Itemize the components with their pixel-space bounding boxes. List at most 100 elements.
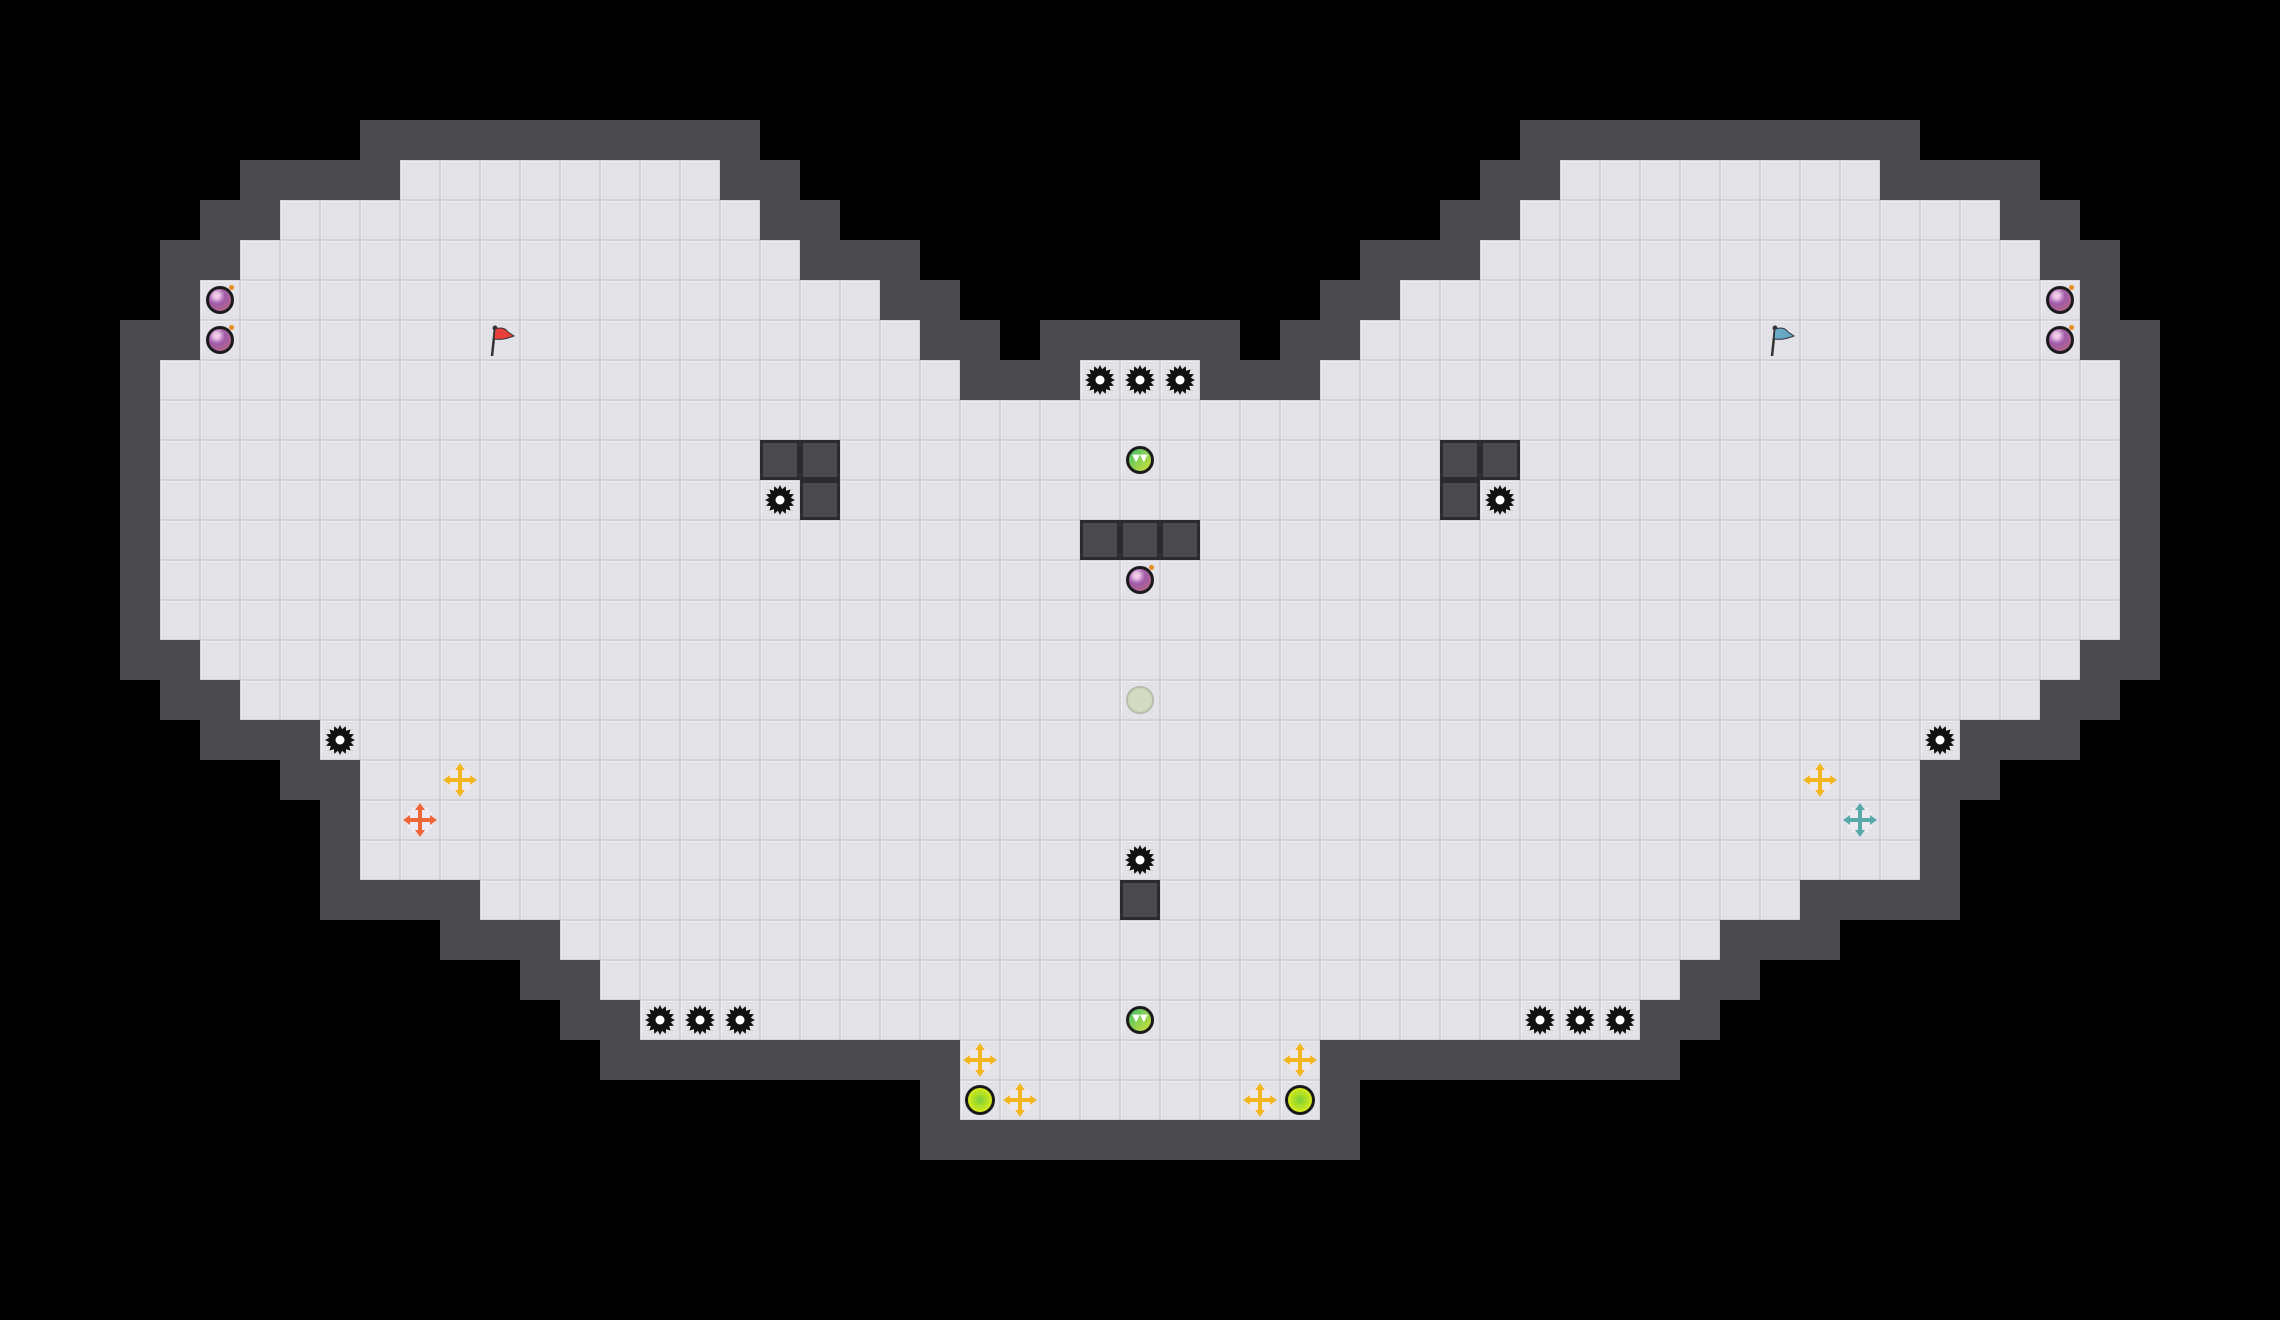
floor-tile (1200, 560, 1240, 600)
floor-tile (760, 400, 800, 440)
floor-tile (1440, 880, 1480, 920)
floor-tile (1480, 920, 1520, 960)
floor-tile (160, 360, 200, 400)
floor-tile (1600, 760, 1640, 800)
floor-tile (1320, 360, 1360, 400)
floor-tile (1840, 320, 1880, 360)
floor-tile (1920, 680, 1960, 720)
floor-tile (360, 600, 400, 640)
floor-tile (760, 760, 800, 800)
floor-tile (1520, 280, 1560, 320)
floor-tile (560, 640, 600, 680)
floor-tile (760, 280, 800, 320)
floor-tile (680, 440, 720, 480)
wall-tile (1840, 880, 1880, 920)
floor-tile (1400, 520, 1440, 560)
floor-tile (520, 640, 560, 680)
floor-tile (840, 920, 880, 960)
wall-tile (2120, 320, 2160, 360)
floor-tile (480, 360, 520, 400)
floor-tile (920, 680, 960, 720)
floor-tile (160, 440, 200, 480)
floor-tile (600, 800, 640, 840)
floor-tile (1080, 400, 1120, 440)
floor-tile (1200, 520, 1240, 560)
floor-tile (1680, 760, 1720, 800)
floor-tile (1280, 880, 1320, 920)
floor-tile (1840, 360, 1880, 400)
floor-tile (1280, 840, 1320, 880)
floor-tile (360, 280, 400, 320)
floor-tile (600, 720, 640, 760)
floor-tile (2040, 360, 2080, 400)
floor-tile (400, 320, 440, 360)
floor-tile (640, 760, 680, 800)
floor-tile (440, 440, 480, 480)
wall-tile (680, 120, 720, 160)
floor-tile (1560, 400, 1600, 440)
floor-tile (1520, 960, 1560, 1000)
wall-tile (920, 1120, 960, 1160)
floor-tile (1640, 960, 1680, 1000)
floor-tile (920, 640, 960, 680)
floor-tile (1480, 880, 1520, 920)
floor-tile (1840, 440, 1880, 480)
floor-tile (680, 560, 720, 600)
floor-tile (720, 640, 760, 680)
wall-tile (280, 760, 320, 800)
floor-tile (920, 560, 960, 600)
floor-tile (400, 520, 440, 560)
floor-tile (1840, 240, 1880, 280)
floor-tile (640, 360, 680, 400)
floor-tile (520, 800, 560, 840)
floor-tile (1200, 840, 1240, 880)
floor-tile (800, 400, 840, 440)
floor-tile (680, 160, 720, 200)
spike-mine-icon (1560, 1000, 1600, 1040)
floor-tile (1200, 760, 1240, 800)
wall-tile (1760, 920, 1800, 960)
floor-tile (720, 840, 760, 880)
floor-tile (1600, 360, 1640, 400)
wall-tile (640, 120, 680, 160)
floor-tile (520, 600, 560, 640)
floor-tile (1160, 1000, 1200, 1040)
floor-tile (1240, 760, 1280, 800)
floor-tile (1520, 440, 1560, 480)
floor-tile (1640, 200, 1680, 240)
floor-tile (920, 840, 960, 880)
floor-tile (1480, 280, 1520, 320)
floor-tile (280, 480, 320, 520)
wall-tile (200, 200, 240, 240)
wall-tile (1680, 960, 1720, 1000)
floor-tile (720, 240, 760, 280)
wall-block (800, 480, 840, 520)
floor-tile (1760, 880, 1800, 920)
floor-tile (1080, 640, 1120, 680)
floor-tile (1440, 280, 1480, 320)
floor-tile (1560, 320, 1600, 360)
floor-tile (1440, 600, 1480, 640)
floor-tile (360, 520, 400, 560)
floor-tile (1720, 800, 1760, 840)
floor-tile (920, 480, 960, 520)
floor-tile (1720, 600, 1760, 640)
floor-tile (1240, 640, 1280, 680)
wall-block (760, 440, 800, 480)
floor-tile (560, 760, 600, 800)
floor-tile (480, 600, 520, 640)
floor-tile (1160, 600, 1200, 640)
floor-tile (880, 720, 920, 760)
floor-tile (840, 880, 880, 920)
floor-tile (280, 400, 320, 440)
floor-tile (640, 680, 680, 720)
floor-tile (800, 360, 840, 400)
spike-mine-icon (1480, 480, 1520, 520)
floor-tile (720, 920, 760, 960)
floor-tile (760, 520, 800, 560)
floor-tile (1040, 400, 1080, 440)
floor-tile (1640, 360, 1680, 400)
floor-tile (1840, 520, 1880, 560)
floor-tile (1200, 1080, 1240, 1120)
